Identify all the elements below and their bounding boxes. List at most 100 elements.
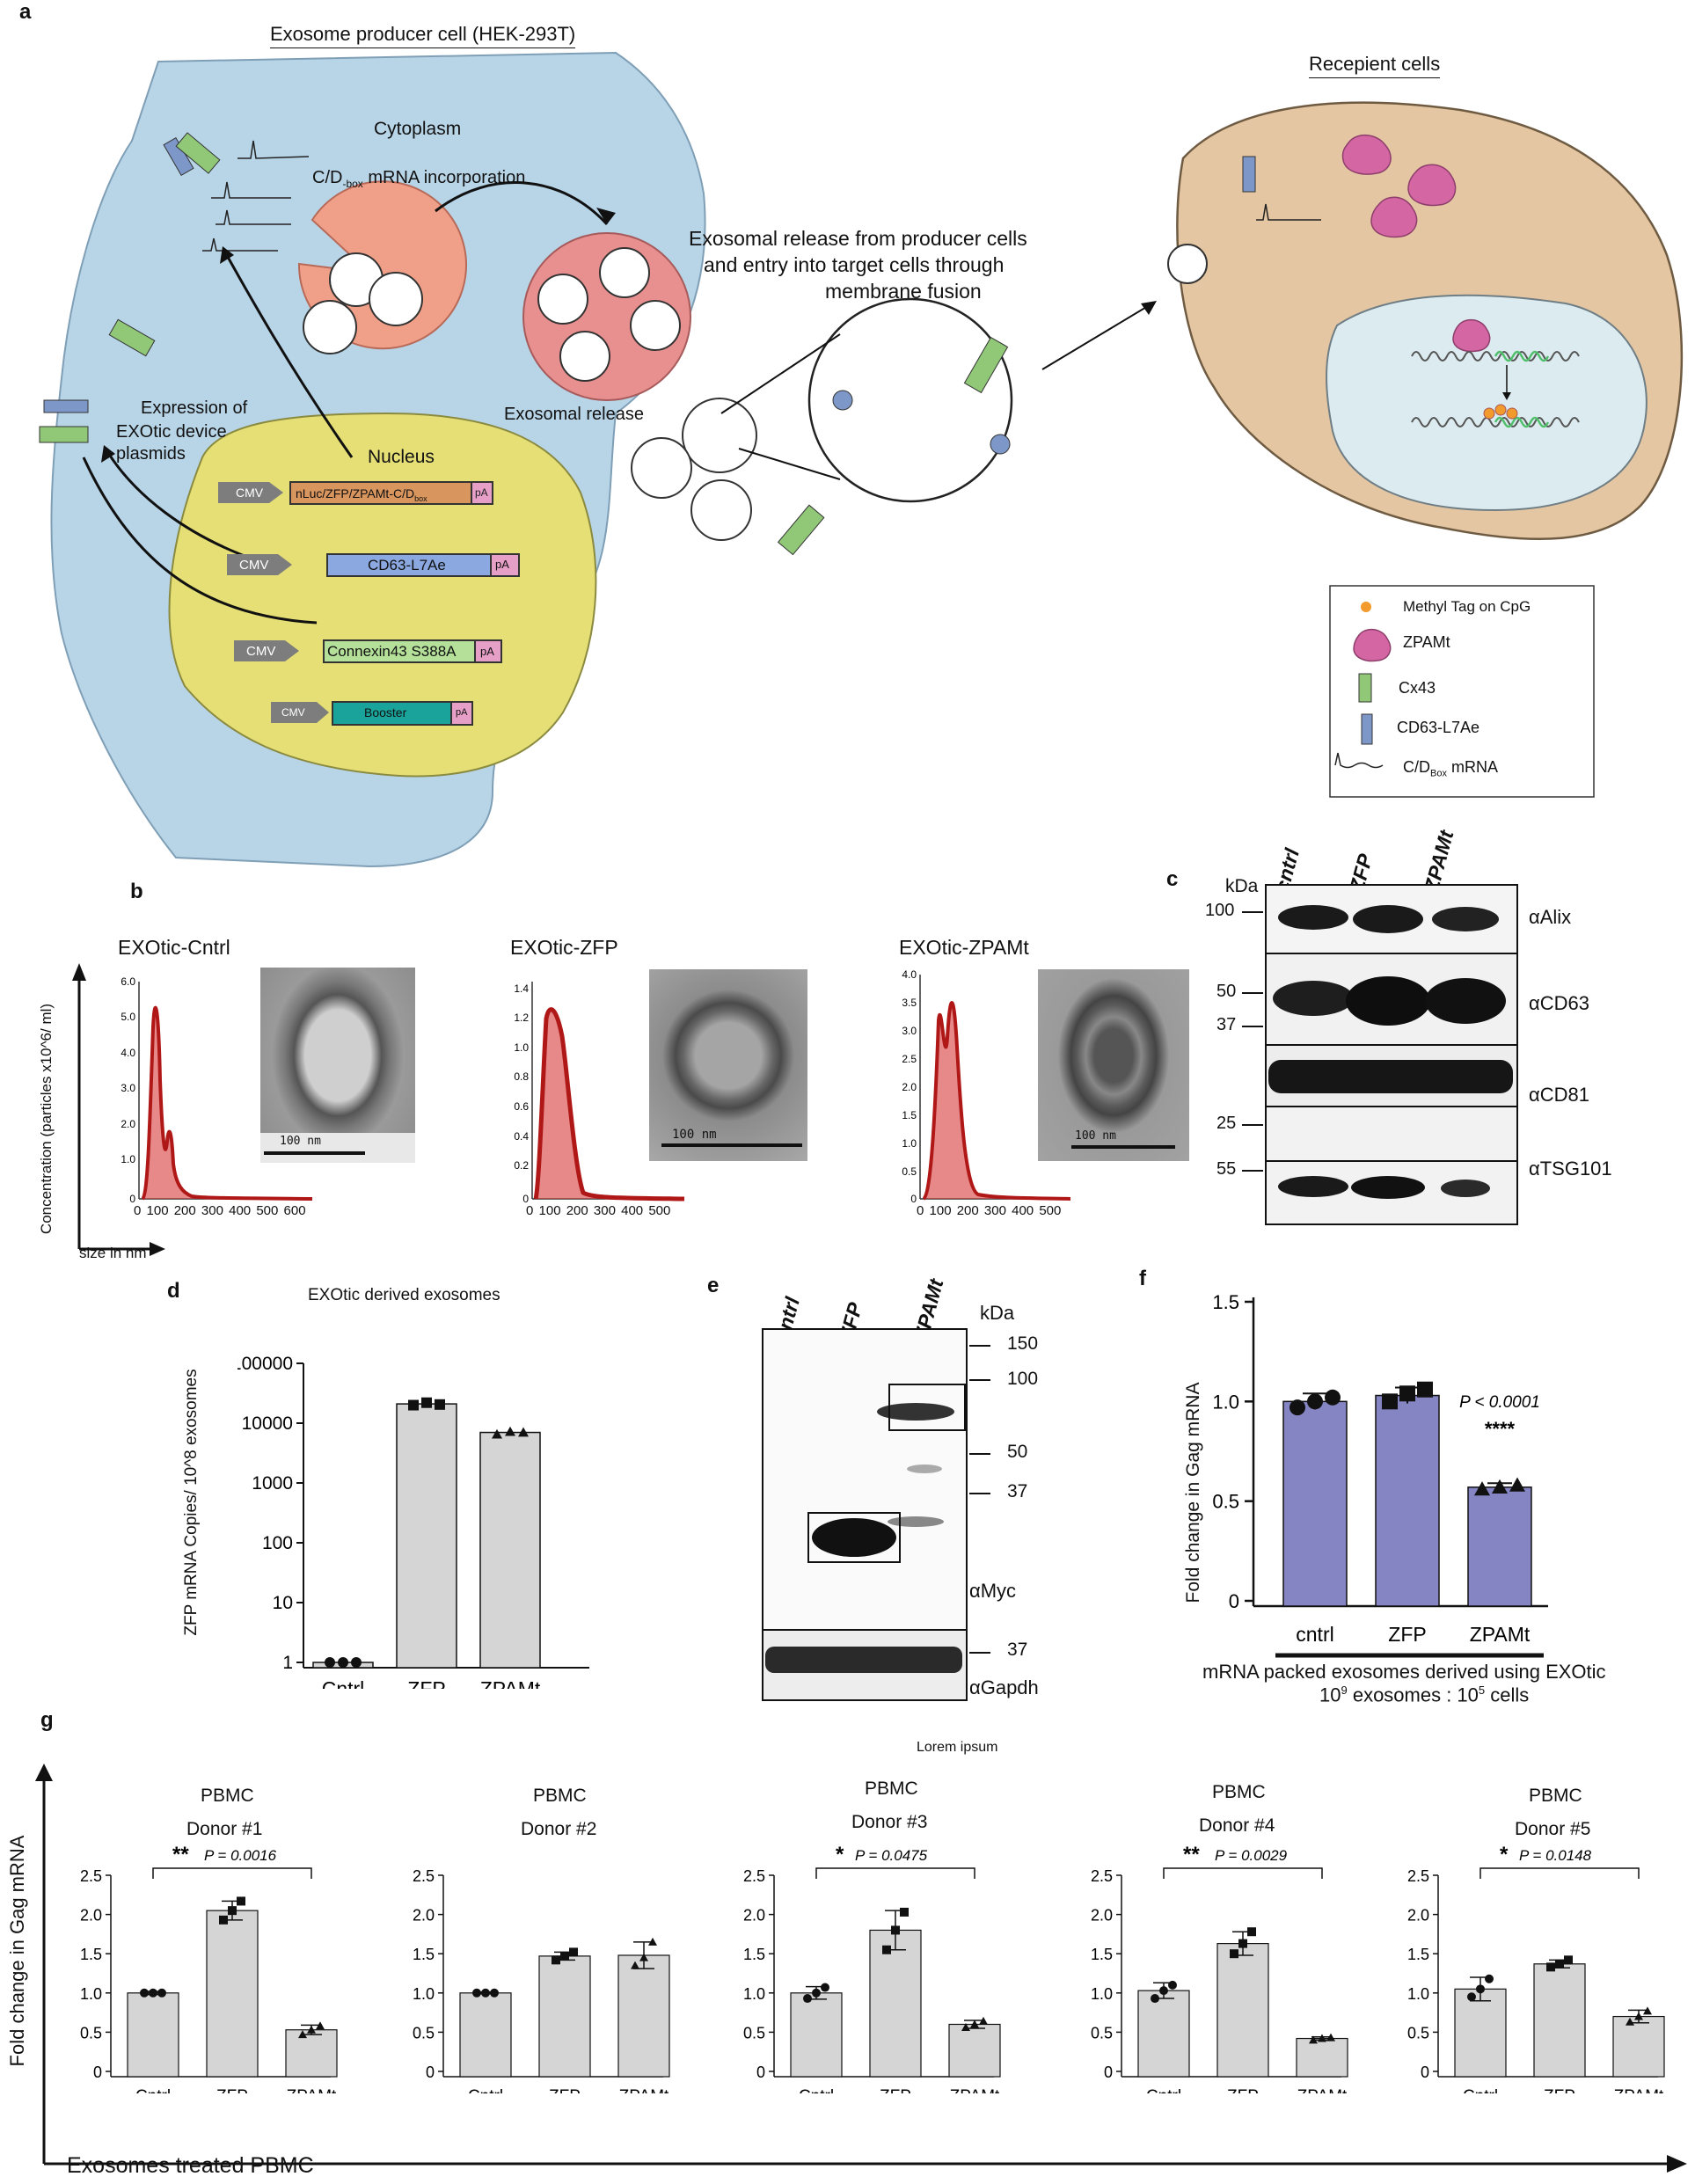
nta-1-ytick-1: 5.0 [121,1011,135,1023]
g0-point-2-1 [307,2025,316,2034]
nta-2-xtick-4: 400 [621,1203,644,1218]
tem-scalebar-label-2: 100 nm [672,1128,717,1142]
donor-2-line1: PBMC [533,1786,587,1806]
panel-e-marker-37: 37 [1007,1481,1028,1501]
g3-point-2-0 [1309,2035,1318,2044]
g2-ytick-label-0: 2.5 [743,1867,765,1885]
f-ytick-label-2: 0.5 [1212,1491,1239,1513]
nta-3-xtick-1: 100 [929,1203,952,1218]
construct-1 [218,481,493,505]
g1-point-2-1 [639,1953,648,1961]
g4-ytick-label-1: 2.0 [1407,1907,1429,1925]
g1-point-1-2 [569,1947,578,1957]
d-point-0-0 [325,1657,335,1668]
construct-2-cmv: CMV [239,558,269,573]
incorporation-sub: -box [342,178,363,190]
caption-2-end: cells [1485,1684,1530,1706]
nta-1-xtick-2: 200 [173,1203,196,1218]
g3-point-1-1 [1238,1939,1247,1948]
g3-sig-stars: ** [1183,1843,1200,1866]
nta-1-ytick-5: 1.0 [121,1153,135,1165]
nta-1-xtick-6: 600 [283,1203,306,1218]
nta-plot-1: 6.0 5.0 4.0 3.0 2.0 1.0 0 [121,975,313,1205]
nta-2-title: EXOtic-ZFP [510,936,618,959]
g3-point-0-0 [1151,1994,1159,2004]
tem-scalebar-label-3: 100 nm [1075,1129,1116,1143]
construct-4-pa: pA [456,707,468,718]
panel-e-tick-100 [969,1379,990,1381]
g0-xlabel-0: Cntrl [135,2087,171,2093]
g2-point-2-0 [961,2023,970,2032]
panel-c-ab-cd81: αCD81 [1529,1084,1589,1106]
g2-point-2-2 [979,2016,988,2025]
f-stars: **** [1485,1418,1516,1440]
g3-point-1-0 [1230,1949,1238,1959]
f-point-1-1 [1399,1385,1415,1402]
g2-xlabel-1: ZFP [880,2087,911,2093]
tem-scalebar-label-1: 100 nm [280,1135,321,1148]
nta-3-xtick-2: 200 [956,1203,979,1218]
panel-b-letter: b [130,880,143,903]
f-ytick-label-1: 1.0 [1212,1391,1239,1413]
construct-1-cmv: CMV [236,486,264,500]
donor-chart-5: 2.52.01.51.00.50CntrlZFPZPAMt*P = 0.0148 [1407,1843,1665,2093]
nta-3-yticks: 4.0 3.5 3.0 2.5 2.0 1.5 1.0 0.5 0 [902,968,917,1205]
donor-chart-3: 2.52.01.51.00.50CntrlZFPZPAMt*P = 0.0475 [743,1843,1001,2093]
d-point-0-1 [338,1657,348,1668]
g2-point-0-1 [812,1988,821,1998]
nta-1-xtick-0: 0 [134,1203,142,1218]
construct-2-pa: pA [495,558,509,571]
panel-d-letter: d [167,1279,180,1303]
g2-point-0-2 [821,1983,829,1992]
d-ytick-label-0: 100000 [237,1354,293,1374]
nta-1-ytick-2: 4.0 [121,1047,135,1059]
donor-2-line2: Donor #2 [521,1819,597,1839]
d-ytick-label-1: 10000 [242,1413,293,1434]
donor-5-line1: PBMC [1529,1786,1582,1806]
producer-cell-title: Exosome producer cell (HEK-293T) [270,23,576,48]
panel-c-marker-50: 50 [1216,982,1237,1001]
f-ytick-label-3: 0 [1229,1590,1239,1612]
g1-point-2-2 [648,1937,657,1946]
f-point-1-2 [1417,1381,1433,1398]
panel-c-ab-cd63: αCD63 [1529,992,1589,1014]
nta-plot-2: 1.4 1.2 1.0 0.8 0.6 0.4 0.2 0 [514,982,685,1205]
donor-5-line2: Donor #5 [1515,1819,1591,1839]
d-point-2-1 [505,1426,515,1436]
nta-3-ytick-6: 1.0 [902,1137,917,1150]
g1-point-0-2 [490,1988,499,1998]
g0-ytick-label-4: 0.5 [80,2024,102,2042]
g4-sig-stars: * [1500,1843,1509,1866]
nta-2-xtick-5: 500 [648,1203,671,1218]
f-point-2-0 [1474,1481,1490,1496]
g0-ytick-label-3: 1.0 [80,1985,102,2003]
g1-point-1-0 [552,1955,560,1965]
nta-3-xtick-3: 300 [983,1203,1006,1218]
panel-c-tick-25 [1242,1124,1263,1126]
d-point-2-0 [492,1428,502,1439]
exosomal-release-label: Exosomal release [504,405,644,424]
d-ytick-label-4: 10 [273,1593,293,1613]
nta-1-xticks: 0 100 200 300 400 500 600 [134,1203,306,1218]
nta-2-xtick-0: 0 [526,1203,534,1218]
nta-1-ytick-3: 3.0 [121,1082,135,1094]
d-xlabel-1: ZFP [407,1677,445,1689]
g4-point-0-2 [1485,1974,1494,1983]
legend-mrna-rest: mRNA [1446,758,1498,776]
f-bar-cntrl [1282,1400,1348,1607]
nta-2-xtick-1: 100 [538,1203,561,1218]
nta-1-ytick-4: 2.0 [121,1118,135,1130]
panel-e-letter: e [707,1274,720,1297]
nta-3-ytick-8: 0 [910,1193,917,1205]
g0-ytick-label-5: 0 [93,2063,102,2081]
donor-chart-4: 2.52.01.51.00.50CntrlZFPZPAMt**P = 0.002… [1091,1843,1348,2093]
g3-point-0-1 [1159,1986,1168,1996]
g1-point-2-0 [631,1961,639,1969]
legend-cd63: CD63-L7Ae [1397,719,1480,736]
g0-xlabel-2: ZPAMt [287,2087,337,2093]
f-point-0-2 [1325,1389,1341,1406]
g3-ytick-label-0: 2.5 [1091,1867,1113,1885]
g2-ytick-label-3: 1.0 [743,1985,765,2003]
g2-ytick-label-2: 1.5 [743,1946,765,1963]
nta-1-xtick-4: 400 [229,1203,252,1218]
